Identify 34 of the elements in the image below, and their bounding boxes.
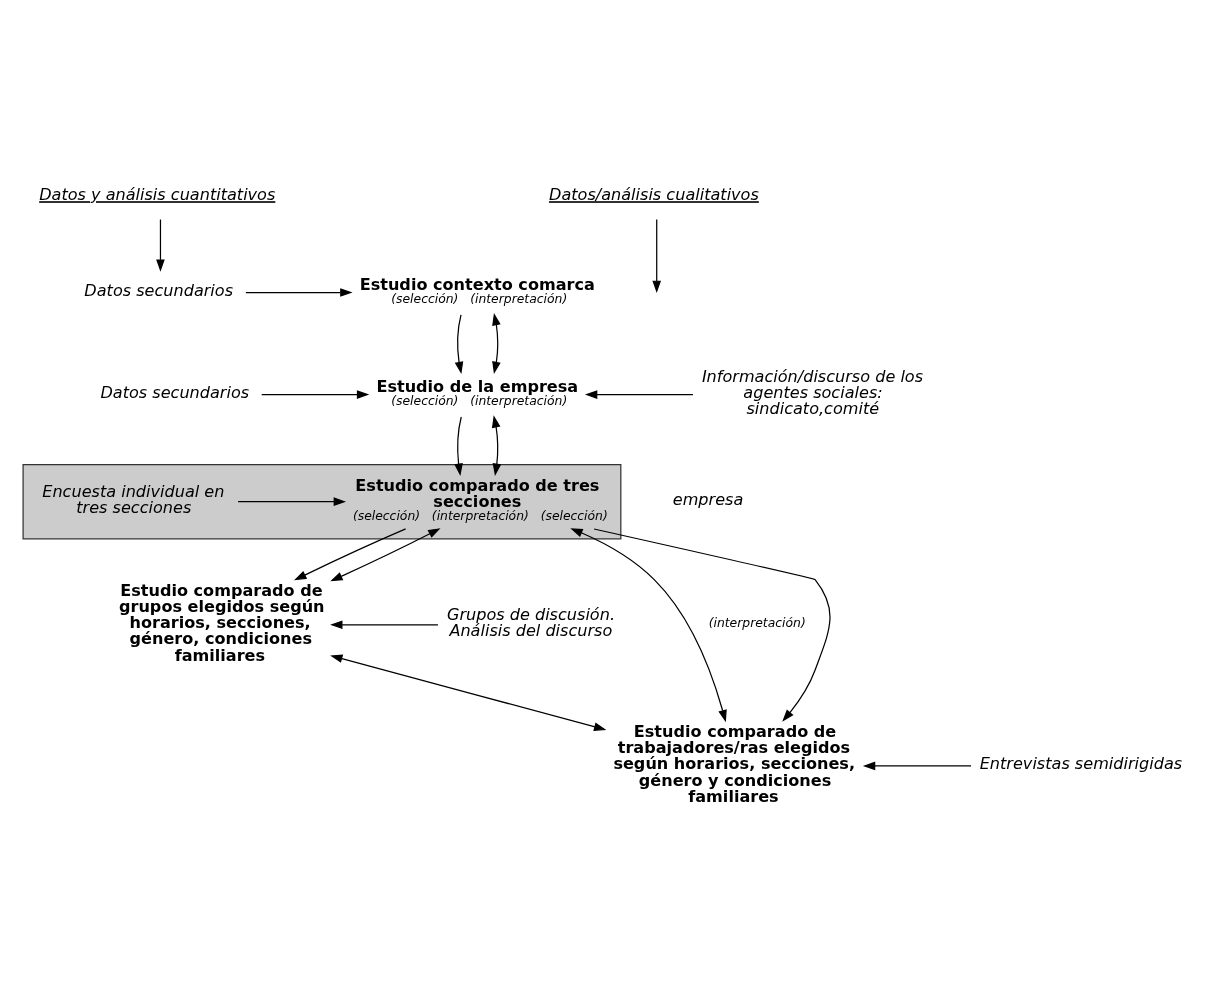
node-label: (selección) (interpretación) (391, 291, 568, 306)
node-text: Datos secundarios (84, 279, 234, 299)
label: empresa (672, 489, 744, 509)
arrow (584, 389, 694, 399)
arrow (652, 218, 662, 293)
node-text: Datos y análisis cuantitativos (39, 184, 276, 204)
arrow (492, 312, 501, 374)
arrow (294, 527, 407, 580)
arrow (593, 527, 831, 722)
arrow (330, 654, 607, 731)
arrow (261, 389, 370, 399)
node-label: (selección) (interpretación) (selección) (352, 508, 608, 523)
arrow (156, 218, 165, 272)
arrow (454, 415, 463, 476)
node-text: Datos/análisis cualitativos (549, 184, 759, 204)
node-text: Encuesta individual en tres secciones (42, 481, 225, 517)
arrow (330, 619, 439, 629)
arrow (862, 761, 972, 770)
arrow (245, 287, 353, 297)
arrow (237, 496, 347, 506)
arrow (491, 414, 502, 476)
arrow (454, 313, 464, 374)
node-text: Estudio comparado de tres secciones (355, 475, 600, 511)
node-text: Datos secundarios (100, 382, 250, 402)
node-text: Información/discurso de los agentes sociales: sindicato,comité (701, 366, 924, 418)
node-text: Estudio contexto comarca (359, 274, 595, 294)
node-text: Estudio de la empresa (376, 376, 579, 396)
node-text: Estudio comparado de grupos elegidos según horarios, secciones, género, condiciones familiares (119, 580, 325, 665)
node-text: Grupos de discusión. Análisis del discurso (446, 604, 616, 640)
edge-label: (interpretación) (708, 615, 806, 630)
arrow (570, 527, 727, 722)
arrow (330, 527, 441, 581)
node-text: Estudio comparado de trabajadores/ras elegidos según horarios, secciones, género y condiciones familiares (613, 721, 856, 806)
node-text: Entrevistas semidirigidas (979, 753, 1183, 773)
